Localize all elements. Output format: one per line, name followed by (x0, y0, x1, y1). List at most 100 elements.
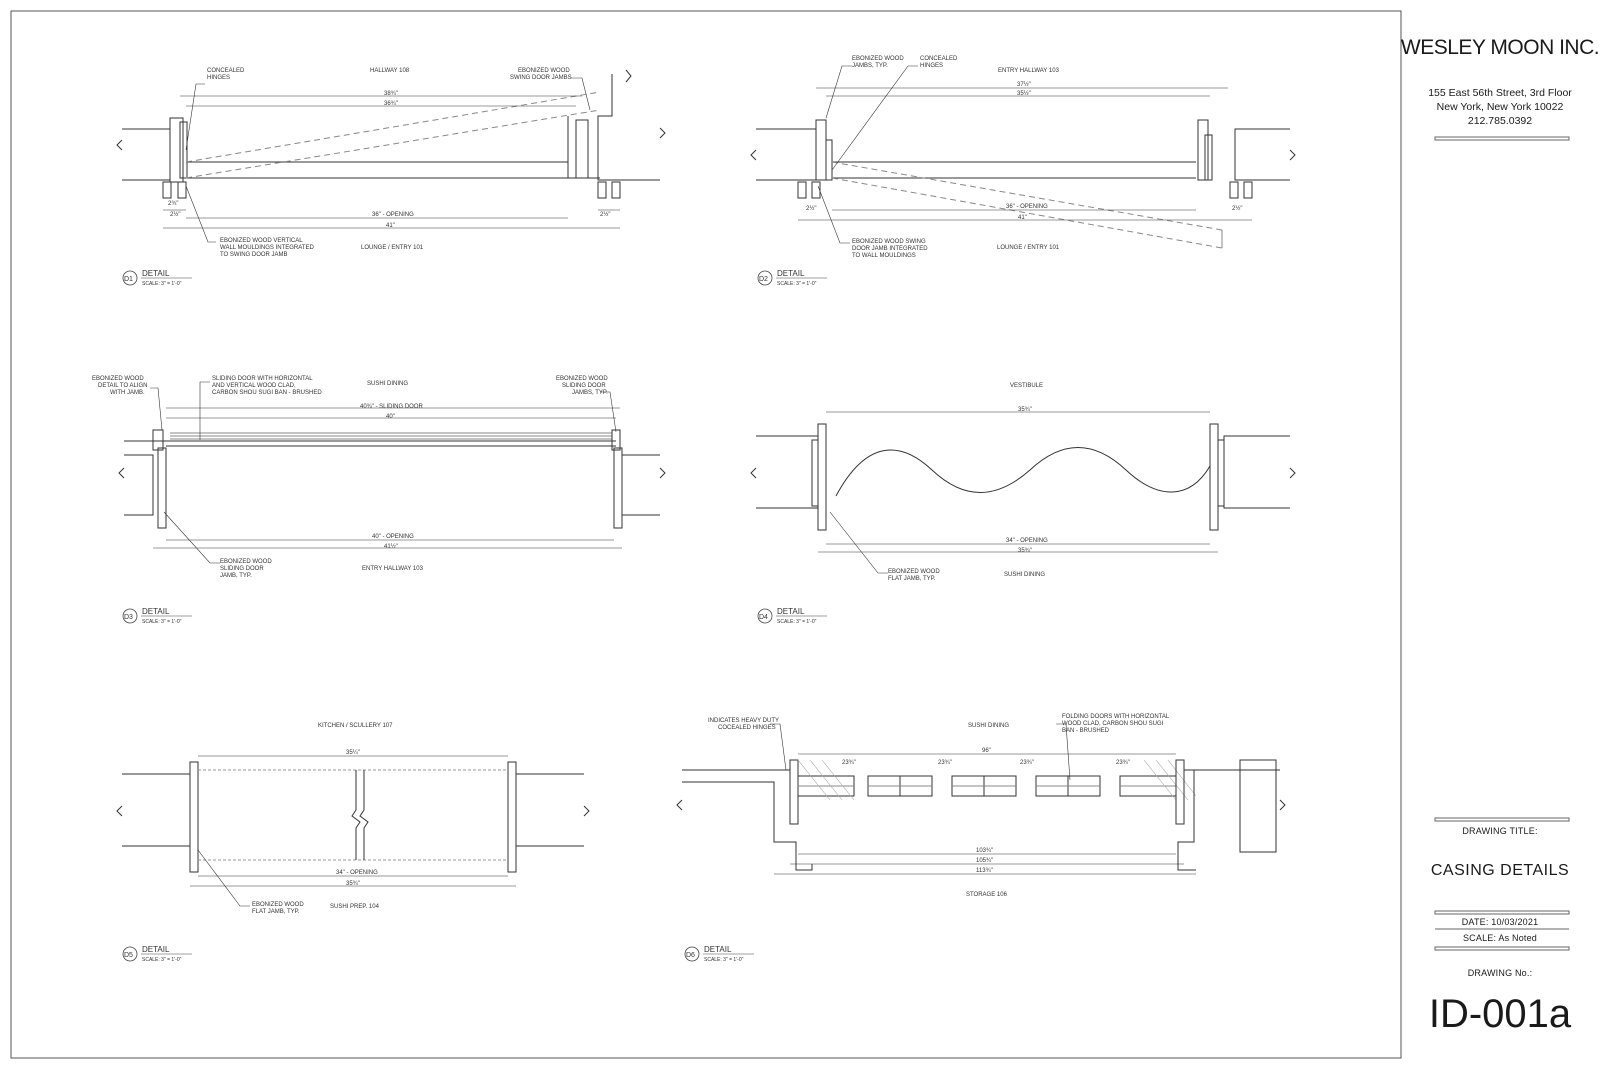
d1-note: CONCEALED (207, 68, 245, 74)
detail-d6-text: INDICATES HEAVY DUTY COCEALED HINGES SUS… (708, 714, 1170, 898)
d2-note: HINGES (920, 63, 943, 69)
d1-dim: 41" (386, 223, 395, 229)
d1-room: HALLWAY 108 (370, 68, 410, 74)
d3-dim: 41½" (384, 543, 398, 550)
d1-note: EBONIZED WOOD VERTICAL (220, 238, 303, 244)
firm-address-line1: 155 East 56th Street, 3rd Floor (1428, 87, 1572, 99)
detail-scale: SCALE: 3" = 1'-0" (142, 957, 182, 963)
detail-label: DETAIL (777, 269, 805, 278)
sheet-border (10, 10, 1402, 1059)
detail-id: D2 (759, 276, 768, 283)
d4-note: EBONIZED WOOD (888, 569, 940, 575)
d6-dim: 23¾" (1020, 760, 1034, 766)
d6-dim: 105¾" (976, 858, 993, 864)
detail-label: DETAIL (142, 269, 170, 278)
detail-scale: SCALE: 3" = 1'-0" (777, 619, 817, 625)
d2-note: CONCEALED (920, 56, 958, 62)
detail-tag-d5: D5 DETAIL SCALE: 3" = 1'-0" (122, 945, 192, 963)
d6-dim: 96" (982, 748, 991, 754)
d6-note: WOOD CLAD, CARBON SHOU SUGI (1062, 721, 1164, 727)
d2-dim: 37½" (1017, 81, 1031, 88)
d6-note: BAN - BRUSHED (1062, 728, 1110, 734)
d5-room: SUSHI PREP. 104 (330, 904, 380, 910)
d3-note: JAMB, TYP. (220, 573, 252, 579)
d3-note: AND VERTICAL WOOD CLAD, (212, 383, 296, 389)
d6-room: SUSHI DINING (968, 723, 1009, 729)
detail-d2-drawing (750, 65, 1296, 249)
d3-note: WITH JAMB. (110, 390, 145, 396)
detail-d1-text: CONCEALED HINGES HALLWAY 108 EBONIZED WO… (168, 68, 610, 258)
d5-note: EBONIZED WOOD (252, 902, 304, 908)
detail-label: DETAIL (142, 607, 170, 616)
detail-tag-d1: D1 DETAIL SCALE: 3" = 1'-0" (122, 269, 192, 287)
d1-dim: 38¾" (384, 91, 398, 97)
d1-dim: 36¾" (384, 101, 398, 107)
firm-name: WESLEY MOON INC. (1400, 36, 1600, 59)
titleblock-bars (1434, 136, 1570, 951)
detail-d5-drawing (116, 755, 590, 907)
detail-d3-drawing (118, 381, 666, 564)
d2-note: TO WALL MOULDINGS (852, 253, 916, 259)
d6-note: FOLDING DOORS WITH HORIZONTAL (1062, 714, 1170, 720)
d3-note: CARBON SHOU SUGI BAN - BRUSHED (212, 390, 322, 396)
d1-dim: 36" - OPENING (372, 212, 414, 218)
d2-dim: 2½" (806, 205, 816, 212)
detail-id: D6 (686, 952, 695, 959)
d6-note: INDICATES HEAVY DUTY (708, 718, 779, 724)
detail-scale: SCALE: 3" = 1'-0" (142, 619, 182, 625)
d2-note: JAMBS, TYP. (852, 63, 888, 69)
firm-phone: 212.785.0392 (1467, 115, 1533, 127)
drawing-date: DATE: 10/03/2021 (1461, 917, 1539, 927)
d5-dim: 35¼" (346, 750, 360, 756)
d1-note: WALL MOULDINGS INTEGRATED (220, 245, 314, 251)
d5-dim: 34" - OPENING (336, 870, 378, 876)
detail-id: D3 (124, 614, 133, 621)
detail-scale: SCALE: 3" = 1'-0" (704, 957, 744, 963)
d4-note: FLAT JAMB, TYP. (888, 576, 936, 582)
d1-dim: 2½" (600, 211, 610, 218)
d3-note: DETAIL TO ALIGN (98, 383, 147, 389)
d3-room: ENTRY HALLWAY 103 (362, 566, 424, 572)
d6-room: STORAGE 106 (966, 892, 1008, 898)
d3-dim: 40" (386, 414, 395, 420)
d3-dim: 40" - OPENING (372, 534, 414, 540)
d3-note: EBONIZED WOOD (220, 559, 272, 565)
d4-room: SUSHI DINING (1004, 572, 1045, 578)
d2-dim: 36" - OPENING (1006, 204, 1048, 210)
d6-dim: 113¾" (976, 868, 993, 874)
d3-room: SUSHI DINING (367, 381, 408, 387)
d4-dim: 35¾" (1018, 548, 1032, 554)
detail-d1-drawing (116, 69, 666, 243)
d3-dim: 40¾" - SLIDING DOOR (360, 404, 423, 410)
firm-address: 155 East 56th Street, 3rd Floor New York… (1400, 86, 1600, 128)
d2-dim: 35½" (1017, 90, 1031, 97)
d3-note: SLIDING DOOR (220, 566, 264, 572)
detail-tag-d6: D6 DETAIL SCALE: 3" = 1'-0" (684, 945, 754, 963)
detail-label: DETAIL (142, 945, 170, 954)
detail-d5-text: KITCHEN / SCULLERY 107 35¼" 34" - OPENIN… (252, 723, 393, 915)
detail-id: D1 (124, 276, 133, 283)
d2-note: EBONIZED WOOD (852, 56, 904, 62)
detail-d4-text: VESTIBULE 35¾" 34" - OPENING 35¾" EBONIZ… (888, 383, 1048, 582)
d1-note: TO SWING DOOR JAMB (220, 252, 288, 258)
d1-dim: 2¾" (168, 201, 178, 207)
d3-note: EBONIZED WOOD (556, 376, 608, 382)
detail-scale: SCALE: 3" = 1'-0" (142, 281, 182, 287)
d1-room: LOUNGE / ENTRY 101 (361, 245, 424, 251)
detail-label: DETAIL (777, 607, 805, 616)
d1-note: HINGES (207, 75, 230, 81)
d2-dim: 2½" (1232, 205, 1242, 212)
d6-dim: 23¾" (1116, 760, 1130, 766)
drawing-scale: SCALE: As Noted (1462, 933, 1538, 943)
d4-room: VESTIBULE (1010, 383, 1043, 389)
d1-note: SWING DOOR JAMBS (510, 75, 572, 81)
d3-note: SLIDING DOOR (562, 383, 606, 389)
detail-tag-d2: D2 DETAIL SCALE: 3" = 1'-0" (757, 269, 827, 287)
d2-dim: 41" (1018, 215, 1027, 221)
detail-d3-text: EBONIZED WOOD DETAIL TO ALIGN WITH JAMB.… (92, 376, 608, 579)
detail-d4-drawing (750, 411, 1296, 574)
d3-note: EBONIZED WOOD (92, 376, 144, 382)
drawing-title-label: DRAWING TITLE: (1462, 826, 1538, 836)
d2-note: EBONIZED WOOD SWING (852, 239, 926, 245)
d2-room: ENTRY HALLWAY 103 (998, 68, 1060, 74)
